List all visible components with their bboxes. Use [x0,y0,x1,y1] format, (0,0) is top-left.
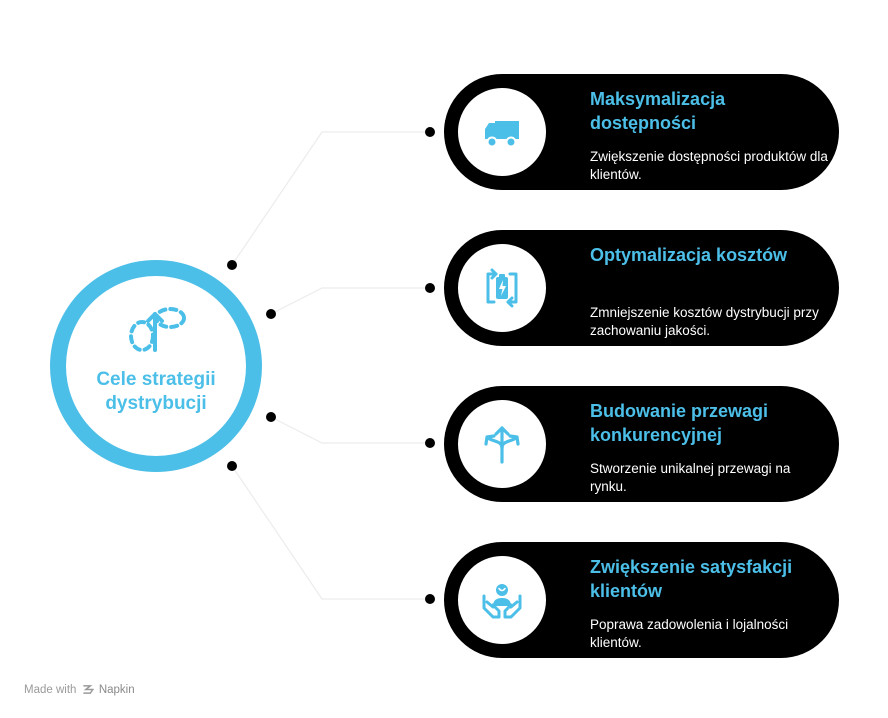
connector-line [270,287,430,315]
card-description: Zmniejszenie kosztów dystrybucji przy za… [590,305,819,338]
napkin-brand: Napkin [98,684,135,696]
card-description: Poprawa zadowolenia i lojalności klientó… [590,617,789,650]
connector-line [231,465,430,600]
connector-dot [425,127,435,137]
connector-dot [227,461,237,471]
connector-line [231,131,430,266]
card-title: Zwiększenie satysfakcji klientów [590,557,793,601]
truck-icon [485,121,519,148]
card-description: Stworzenie unikalnej przewagi na rynku. [590,461,791,494]
connector-dot [425,594,435,604]
icon-ring [458,88,546,176]
connector-dot [227,260,237,270]
made-with-label: Made with [24,684,77,696]
card-description: Zwiększenie dostępności produktów dla kl… [590,149,828,182]
napkin-logo-icon [82,685,94,694]
goal-card: Optymalizacja kosztów Zmniejszenie koszt… [444,230,839,346]
icon-ring [458,244,546,332]
card-title: Budowanie przewagi konkurencyjnej [590,401,769,445]
connector-line [270,416,430,444]
goal-card: Zwiększenie satysfakcji klientów Poprawa… [444,542,839,658]
hands-person-icon [482,584,522,619]
footer-attribution: Made with Napkin [24,684,135,696]
connector-dot [425,438,435,448]
connector-dot [425,283,435,293]
icon-ring [458,556,546,644]
card-title: Optymalizacja kosztów [590,245,788,265]
hub-inner-circle [66,276,246,456]
connector-dot [266,309,276,319]
icon-ring [458,400,546,488]
hub-title: Cele strategii dystrybucji [96,369,216,414]
goal-card: Budowanie przewagi konkurencyjnej Stworz… [444,386,839,502]
battery-refresh-icon [486,268,518,308]
central-hub: Cele strategii dystrybucji [50,260,262,472]
dashed-arrow-up-icon [129,307,186,352]
card-title: Maksymalizacja dostępności [590,89,726,133]
goal-card: Maksymalizacja dostępności Zwiększenie d… [444,74,839,190]
connector-dot [266,412,276,422]
branching-arrows-icon [484,426,520,464]
